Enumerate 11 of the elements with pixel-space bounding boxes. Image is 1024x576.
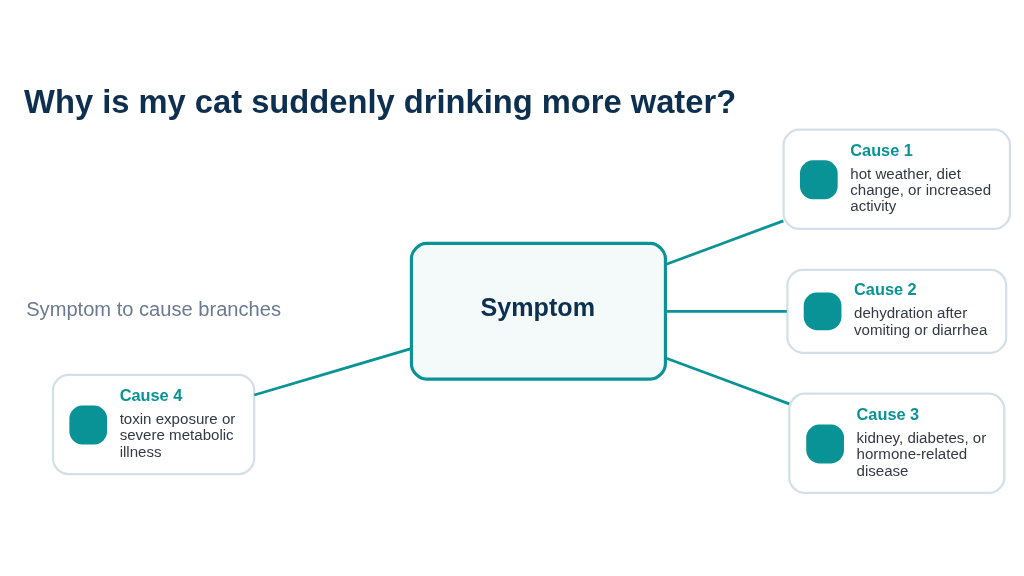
connector (253, 347, 412, 397)
connector (665, 356, 790, 406)
node-box: Symptom (409, 241, 667, 381)
node-box: Cause 3 kidney, diabetes, or hormone-related disease (788, 392, 1006, 495)
connector (665, 309, 787, 313)
node-box: Cause 4 toxin exposure or severe metabolic illness (51, 373, 256, 476)
node-box: Cause 1 hot weather, diet change, or increased activity (782, 128, 1012, 231)
diagram-title: Why is my cat suddenly drinking more water? (24, 82, 737, 120)
connector (665, 219, 784, 266)
label: Symptom to cause branches (26, 298, 282, 321)
node-box: Cause 2 dehydration after vomiting or diarrhea (786, 268, 1008, 354)
